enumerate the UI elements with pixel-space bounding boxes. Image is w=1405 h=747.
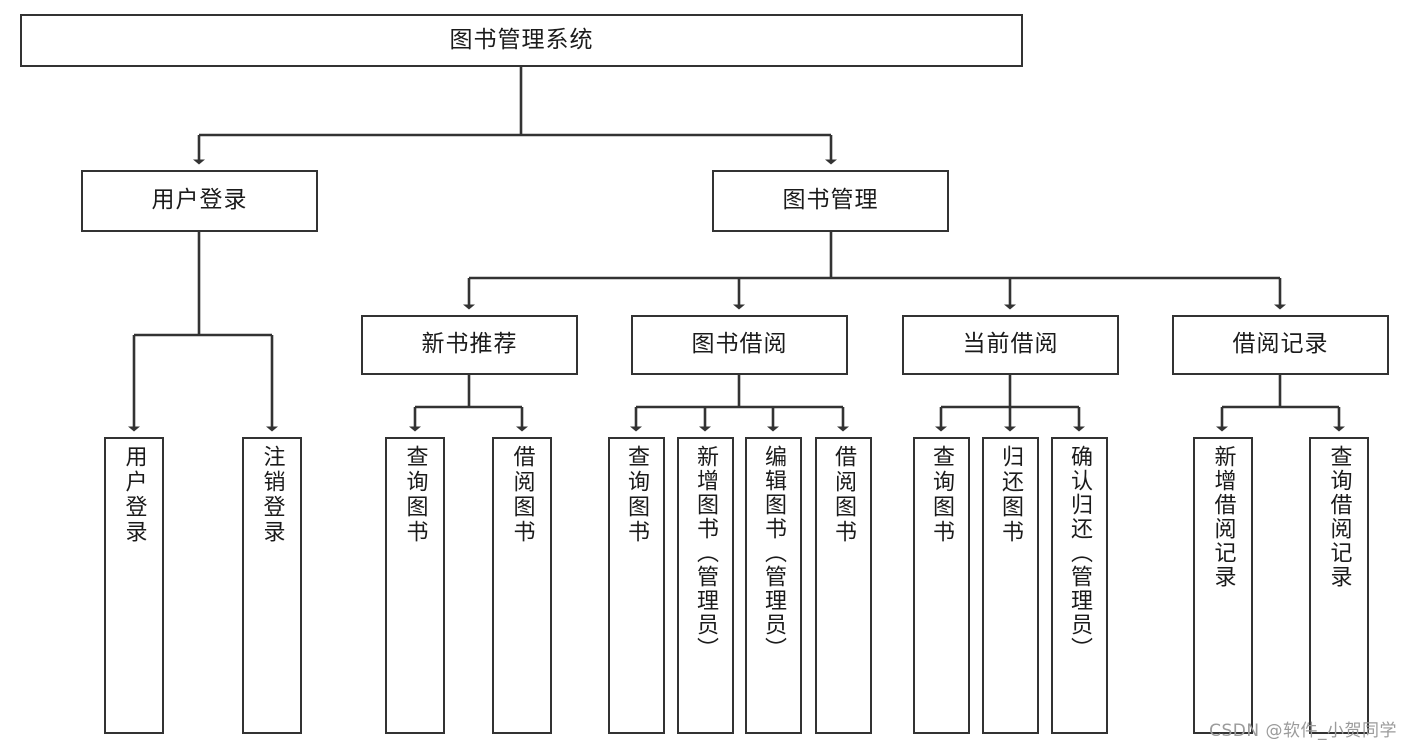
node-leaf-add-book-label: 新增图书（管理员） [693, 445, 719, 661]
node-leaf-query-record-label: 查询借阅记录 [1326, 445, 1352, 589]
node-leaf-query-record[interactable]: 查询借阅记录 [1309, 437, 1369, 734]
node-new-book-recommend-label: 新书推荐 [421, 331, 518, 358]
node-leaf-add-record[interactable]: 新增借阅记录 [1193, 437, 1253, 734]
node-leaf-borrow-book-2-label: 借阅图书 [831, 445, 857, 545]
node-borrow-record-label: 借阅记录 [1232, 331, 1329, 358]
node-leaf-query-book-1[interactable]: 查询图书 [385, 437, 445, 734]
node-leaf-borrow-book-1-label: 借阅图书 [509, 445, 535, 545]
node-book-management-label: 图书管理 [782, 187, 879, 214]
node-leaf-return-book[interactable]: 归还图书 [982, 437, 1039, 734]
node-leaf-add-record-label: 新增借阅记录 [1210, 445, 1236, 589]
node-current-borrow-label: 当前借阅 [962, 331, 1059, 358]
node-current-borrow[interactable]: 当前借阅 [902, 315, 1119, 375]
node-user-login[interactable]: 用户登录 [81, 170, 318, 232]
node-leaf-confirm-return-label: 确认归还（管理员） [1067, 445, 1093, 661]
node-book-borrow[interactable]: 图书借阅 [631, 315, 848, 375]
watermark-text: CSDN @软件_小贺同学 [1209, 721, 1397, 741]
node-leaf-edit-book[interactable]: 编辑图书（管理员） [745, 437, 802, 734]
node-leaf-logout[interactable]: 注销登录 [242, 437, 302, 734]
node-leaf-confirm-return[interactable]: 确认归还（管理员） [1051, 437, 1108, 734]
node-root[interactable]: 图书管理系统 [20, 14, 1023, 67]
node-leaf-user-login-label: 用户登录 [121, 445, 147, 545]
node-leaf-borrow-book-1[interactable]: 借阅图书 [492, 437, 552, 734]
node-leaf-query-book-2[interactable]: 查询图书 [608, 437, 665, 734]
node-leaf-query-book-3[interactable]: 查询图书 [913, 437, 970, 734]
node-book-management[interactable]: 图书管理 [712, 170, 949, 232]
node-new-book-recommend[interactable]: 新书推荐 [361, 315, 578, 375]
node-leaf-edit-book-label: 编辑图书（管理员） [761, 445, 787, 661]
node-leaf-borrow-book-2[interactable]: 借阅图书 [815, 437, 872, 734]
node-leaf-query-book-1-label: 查询图书 [402, 445, 428, 545]
node-user-login-label: 用户登录 [151, 187, 248, 214]
node-book-borrow-label: 图书借阅 [691, 331, 788, 358]
node-leaf-return-book-label: 归还图书 [998, 445, 1024, 545]
node-leaf-add-book[interactable]: 新增图书（管理员） [677, 437, 734, 734]
node-root-label: 图书管理系统 [449, 26, 594, 53]
node-borrow-record[interactable]: 借阅记录 [1172, 315, 1389, 375]
node-leaf-logout-label: 注销登录 [259, 445, 285, 545]
node-leaf-user-login[interactable]: 用户登录 [104, 437, 164, 734]
node-leaf-query-book-3-label: 查询图书 [929, 445, 955, 545]
node-leaf-query-book-2-label: 查询图书 [624, 445, 650, 545]
